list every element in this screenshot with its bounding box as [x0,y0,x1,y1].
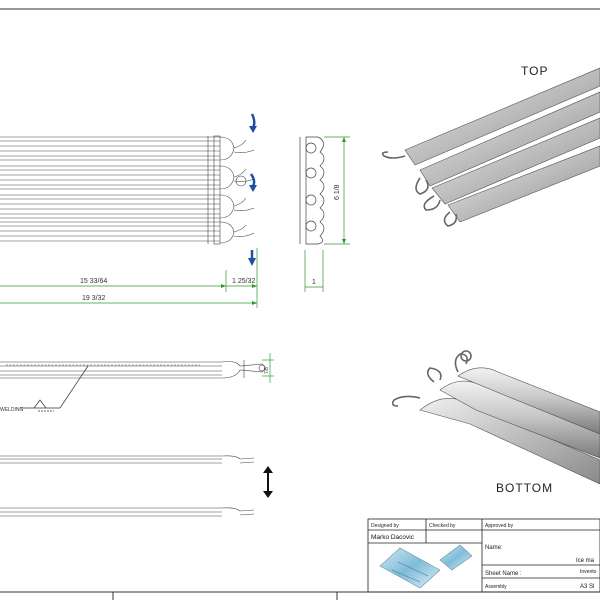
approved-by-header: Approved by [485,523,514,529]
welding-symbol [20,365,89,412]
dim-overall-length: 19 3/32 [82,295,105,302]
view-label-top: TOP [521,64,548,78]
assembly-label: Assembly [485,584,507,590]
section-view [0,360,266,379]
tube-row-2 [0,165,255,190]
title-block [367,518,600,593]
side-dimensions [304,136,350,292]
welding-note: WELDING [0,407,23,413]
front-dimensions [0,248,258,308]
name-value: Ice ma [576,558,595,564]
tube-row-4 [0,221,255,244]
name-label: Name: [485,545,503,551]
flow-arrows [248,113,257,266]
designer-name: Marko Dacovic [371,534,415,541]
sheet-border [0,8,600,600]
dim-inner-length: 15 33/64 [80,278,107,285]
assembly-value: A3 Sl [580,584,594,590]
side-view [299,136,325,245]
lower-elevation-view [0,455,255,517]
checked-by-header: Checked by [429,523,456,529]
view-label-bottom: BOTTOM [496,481,553,495]
iso-top-view [381,67,600,227]
sheet-name-label: Sheet Name : [485,571,522,577]
title-block-thumbnail [379,544,473,589]
tube-row-3 [0,194,255,219]
section-dimension [262,353,274,383]
dim-height: 6 1/8 [334,184,341,200]
front-view [0,135,255,245]
tube-row-1 [0,136,255,161]
designed-by-header: Designed by [371,523,399,529]
flow-in-arrow-icon [250,113,256,129]
iso-bottom-view [391,350,600,485]
dim-side-small: 7/8 [264,367,270,374]
dim-depth: 1 [312,279,316,286]
sheet-name-value: Invento [580,569,597,575]
dim-end-offset: 1 25/32 [232,278,255,285]
vertical-direction-arrow-icon [263,466,273,498]
